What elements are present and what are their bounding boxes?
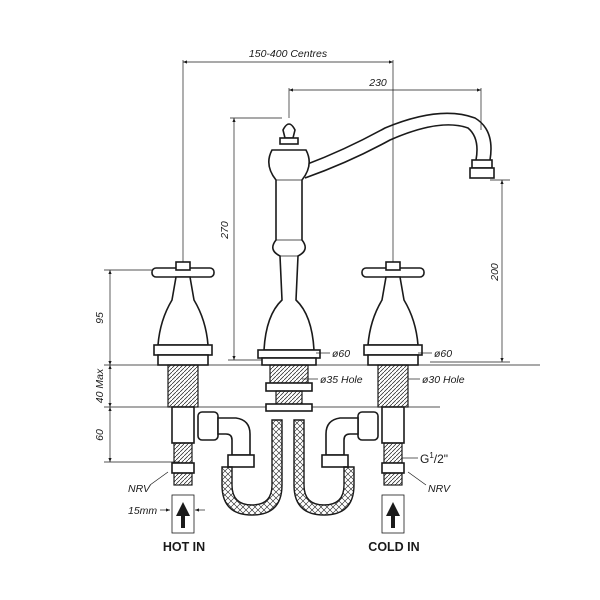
hot-handle-flange — [157, 354, 209, 366]
cold-shank-thread — [377, 364, 409, 408]
cold-handle-base — [363, 344, 423, 356]
nut-label: 15mm — [128, 505, 157, 517]
hot-handle-body — [157, 276, 209, 346]
cold-hose — [293, 419, 355, 516]
tap-body — [257, 112, 495, 412]
hot-tail-thread — [173, 442, 193, 464]
hot-tail — [171, 406, 195, 444]
body-tee — [265, 403, 313, 412]
handle-hole-label: ø30 Hole — [422, 374, 465, 386]
height-label: 270 — [219, 221, 231, 240]
hot-valve — [151, 261, 215, 534]
body-shank-thread — [269, 364, 309, 384]
body-base-bottom — [261, 357, 317, 366]
tail-label: 60 — [94, 429, 106, 441]
hot-hose-ferrule — [227, 454, 255, 468]
nrv-right-leader — [407, 471, 427, 486]
hot-nrv — [171, 462, 195, 474]
nrv-left-leader — [149, 471, 169, 486]
hot-handle-base — [153, 344, 213, 356]
body-base-top — [257, 349, 321, 359]
braided-hoses — [197, 411, 379, 516]
finial-collar — [279, 137, 299, 145]
cold-nrv — [381, 462, 405, 474]
nrv-right-label: NRV — [428, 483, 451, 495]
reach-label: 230 — [368, 77, 387, 89]
hot-hose — [221, 419, 283, 516]
nrv-left-label: NRV — [128, 483, 151, 495]
thread-spec-label: G1/2" — [420, 451, 448, 466]
spout-upper — [304, 112, 492, 166]
hot-in-label: HOT IN — [163, 540, 205, 554]
hot-handle-cap — [175, 261, 191, 271]
dimension-lines — [104, 60, 540, 512]
cold-handle-flange — [367, 354, 419, 366]
body-dia-label: ø60 — [332, 348, 350, 360]
hot-inlet-pipe — [171, 494, 195, 534]
cold-hose-ferrule — [321, 454, 349, 468]
handle-height-label: 95 — [94, 312, 106, 324]
hot-shank-thread — [167, 364, 199, 408]
cold-nrv-thread — [383, 472, 403, 486]
cold-elbow-nut — [357, 411, 379, 441]
cold-tail-thread — [383, 442, 403, 464]
deck-label: 40 Max — [94, 368, 106, 403]
spout-hole-label: ø35 Hole — [320, 374, 363, 386]
cold-inlet-arrow-icon — [386, 502, 400, 528]
centres-label: 150-400 Centres — [249, 48, 328, 60]
leader-lines — [149, 352, 432, 486]
body-nut — [265, 382, 313, 392]
hot-elbow-nut — [197, 411, 219, 441]
hot-nrv-thread — [173, 472, 193, 486]
hot-inlet-arrow-icon — [176, 502, 190, 528]
spout-lower — [304, 124, 478, 179]
outlet-label: 200 — [489, 263, 501, 282]
hot-elbow — [217, 417, 251, 456]
cold-handle-cap — [385, 261, 401, 271]
spout-ring — [471, 159, 493, 169]
body-finial — [282, 123, 296, 139]
spout-outlet — [469, 167, 495, 179]
cold-handle-body — [367, 276, 419, 346]
cold-tail — [381, 406, 405, 444]
cold-valve — [361, 261, 425, 534]
cold-elbow — [325, 417, 359, 456]
cold-in-label: COLD IN — [368, 540, 419, 554]
cold-inlet-pipe — [381, 494, 405, 534]
handle-dia-label: ø60 — [434, 348, 452, 360]
